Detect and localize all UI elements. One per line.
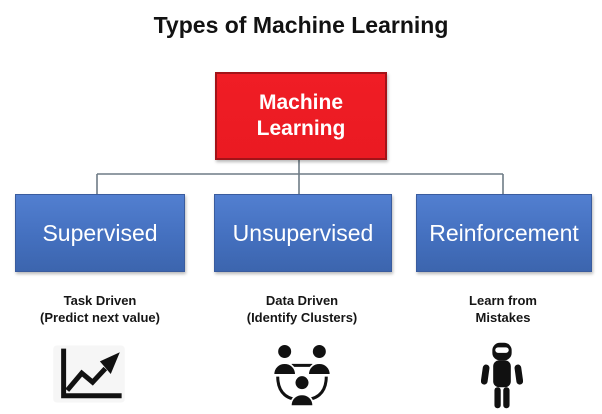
node-machine-learning-label: Machine Learning bbox=[256, 90, 346, 140]
robot-icon bbox=[481, 340, 523, 411]
diagram-title: Types of Machine Learning bbox=[153, 12, 449, 38]
node-unsupervised: Unsupervised bbox=[214, 194, 392, 272]
caption-supervised-line1: Task Driven bbox=[63, 293, 137, 308]
caption-reinforcement-line1: Learn from bbox=[469, 293, 537, 308]
node-unsupervised-label: Unsupervised bbox=[232, 219, 374, 246]
caption-unsupervised: Data Driven (Identify Clusters) bbox=[202, 293, 402, 327]
node-supervised: Supervised bbox=[15, 194, 185, 272]
node-supervised-label: Supervised bbox=[42, 219, 158, 246]
caption-supervised: Task Driven (Predict next value) bbox=[0, 293, 200, 327]
caption-unsupervised-line2: (Identify Clusters) bbox=[246, 309, 358, 325]
people-cluster-icon bbox=[263, 340, 341, 408]
node-machine-learning: Machine Learning bbox=[215, 72, 387, 160]
node-reinforcement: Reinforcement bbox=[416, 194, 592, 272]
caption-reinforcement-line2: Mistakes bbox=[475, 309, 531, 325]
node-reinforcement-label: Reinforcement bbox=[429, 219, 579, 246]
caption-unsupervised-line1: Data Driven bbox=[265, 293, 339, 308]
caption-reinforcement: Learn from Mistakes bbox=[403, 293, 602, 327]
trend-chart-icon bbox=[52, 345, 126, 403]
caption-supervised-line2: (Predict next value) bbox=[40, 309, 160, 325]
